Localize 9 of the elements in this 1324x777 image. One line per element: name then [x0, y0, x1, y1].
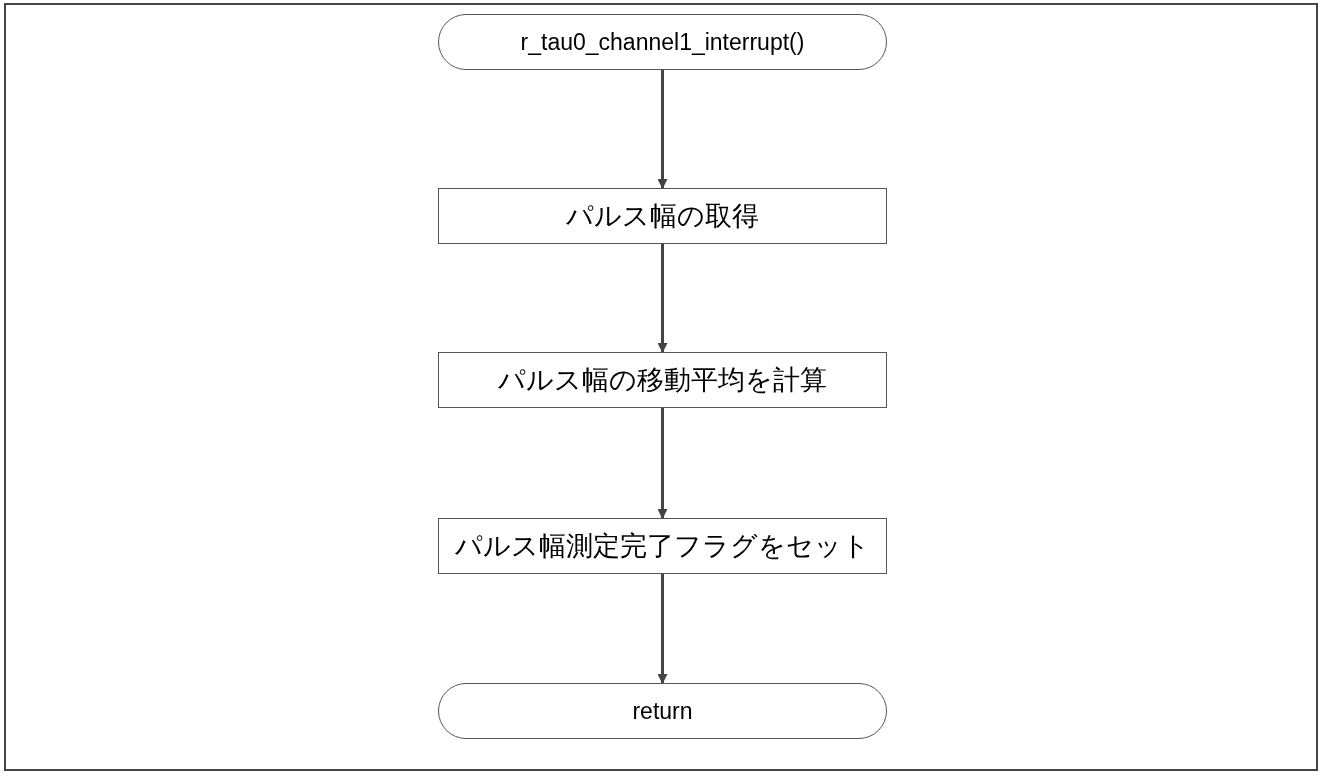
process-box: パルス幅の移動平均を計算 — [438, 352, 887, 408]
arrow — [657, 574, 668, 684]
terminal: return — [438, 683, 887, 739]
terminal: r_tau0_channel1_interrupt() — [438, 14, 887, 70]
arrow — [657, 244, 668, 353]
arrow — [657, 70, 668, 189]
process-box: パルス幅の取得 — [438, 188, 887, 244]
arrow — [657, 408, 668, 519]
process-box: パルス幅測定完了フラグをセット — [438, 518, 887, 574]
